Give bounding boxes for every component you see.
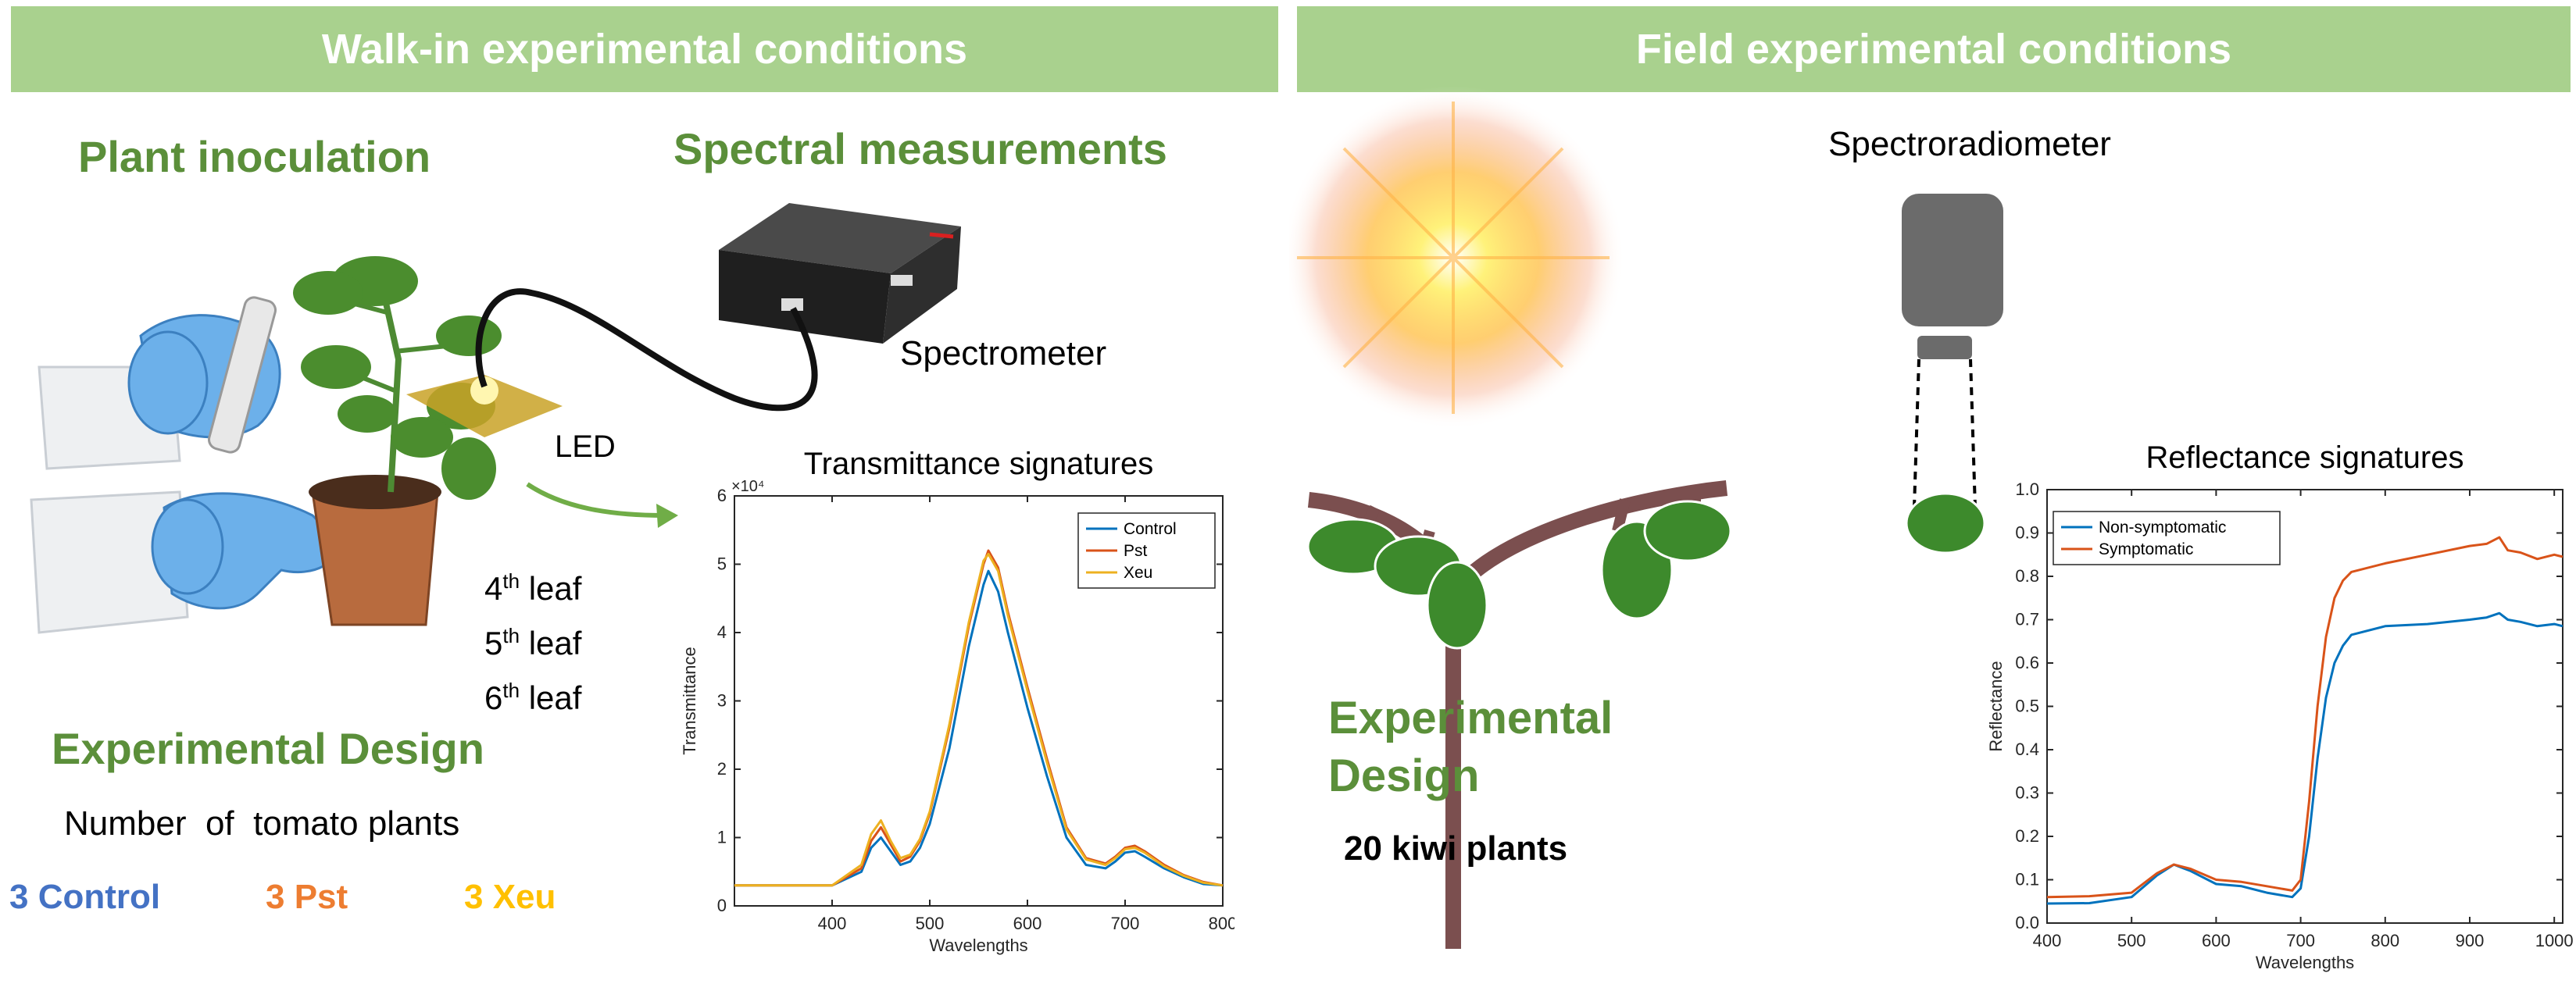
kiwi-plant-image	[1306, 480, 1986, 949]
y-tick-label: 0.2	[2015, 826, 2039, 846]
series-line-pst	[734, 549, 1224, 887]
leaf-label-6: 6th leaf	[484, 679, 582, 716]
spectroradiometer-label: Spectroradiometer	[1828, 125, 2111, 163]
led-glow-image	[406, 375, 563, 437]
transmittance-chart: Transmittance signatures 400 500 600 700 800 0…	[680, 447, 1234, 955]
walk-in-banner: Walk-in experimental conditions	[11, 6, 1278, 92]
y-tick-label: 0.8	[2015, 566, 2039, 586]
walk-in-illustration	[30, 203, 961, 634]
right-design-heading-line1: Experimental	[1328, 693, 1613, 743]
field-illustration	[1289, 86, 2003, 949]
series-line-control	[734, 569, 1224, 887]
right-design-heading-line2: Design	[1328, 750, 1480, 801]
x-tick-label: 700	[2286, 931, 2315, 950]
y-tick-label: 1.0	[2015, 479, 2039, 499]
y-tick-label: 0	[717, 896, 727, 915]
tomato-plant-image	[293, 256, 502, 500]
spectrometer-device-image	[719, 203, 961, 344]
legend-label: Xeu	[1124, 564, 1152, 582]
group-pst: 3 Pst	[266, 878, 348, 916]
kiwi-count-label: 20 kiwi plants	[1344, 829, 1568, 868]
y-exponent-label: ×10⁴	[731, 478, 765, 495]
y-tick-label: 0.7	[2015, 610, 2039, 629]
legend-label: Control	[1124, 520, 1177, 538]
x-tick-label: 1000	[2535, 931, 2574, 950]
y-tick-label: 6	[717, 486, 727, 505]
flower-pot-image	[309, 475, 441, 626]
y-tick-label: 0.3	[2015, 783, 2039, 803]
syringe-image	[207, 296, 277, 454]
leaf-label-4: 4th leaf	[484, 569, 582, 607]
y-tick-label: 0.6	[2015, 653, 2039, 672]
x-tick-label: 600	[2202, 931, 2231, 950]
y-tick-label: 5	[717, 554, 727, 574]
reflectance-chart: Reflectance signatures 400 500 600 700 800 900…	[1986, 440, 2574, 972]
x-axis-label: Wavelengths	[929, 936, 1027, 955]
y-tick-label: 0.4	[2015, 740, 2039, 759]
fiber-cable-line	[475, 288, 818, 412]
x-tick-label: 400	[818, 914, 847, 933]
y-tick-label: 0.1	[2015, 870, 2039, 889]
spectrometer-label: Spectrometer	[900, 334, 1107, 373]
x-axis-label: Wavelengths	[2256, 953, 2354, 972]
x-tick-label: 600	[1013, 914, 1042, 933]
chart-title: Transmittance signatures	[804, 447, 1154, 481]
tomato-count-label: Number of tomato plants	[64, 804, 460, 843]
spectral-measurements-heading: Spectral measurements	[673, 124, 1167, 173]
y-axis-label: Transmittance	[680, 647, 699, 755]
legend-label: Symptomatic	[2099, 540, 2193, 558]
y-tick-label: 3	[717, 691, 727, 711]
y-tick-label: 0.5	[2015, 697, 2039, 716]
measurement-arrow	[526, 482, 665, 518]
spectroradiometer-device-image	[1902, 194, 2003, 508]
legend-box	[2053, 511, 2281, 565]
field-banner: Field experimental conditions	[1297, 6, 2571, 92]
x-tick-label: 400	[2033, 931, 2062, 950]
series-line-xeu	[734, 552, 1224, 887]
sun-image	[1289, 86, 1625, 430]
chart-title: Reflectance signatures	[2146, 440, 2464, 475]
plant-inoculation-heading: Plant inoculation	[78, 132, 431, 181]
arrow-head	[656, 504, 678, 528]
leaf-label-5: 5th leaf	[484, 624, 582, 661]
led-label: LED	[555, 430, 616, 464]
legend-label: Pst	[1124, 542, 1148, 560]
y-tick-label: 4	[717, 622, 727, 642]
y-tick-label: 1	[717, 828, 727, 847]
y-axis-label: Reflectance	[1986, 661, 2006, 751]
left-design-heading: Experimental Design	[52, 724, 484, 773]
y-tick-label: 0.0	[2015, 913, 2039, 932]
x-tick-label: 700	[1111, 914, 1140, 933]
x-tick-label: 500	[2117, 931, 2146, 950]
x-tick-label: 900	[2456, 931, 2485, 950]
legend-label: Non-symptomatic	[2099, 519, 2226, 536]
group-control: 3 Control	[9, 878, 161, 916]
x-tick-label: 500	[916, 914, 945, 933]
x-tick-label: 800	[2371, 931, 2399, 950]
y-tick-label: 2	[717, 759, 727, 779]
leaf-labels: 4th leaf 5th leaf 6th leaf	[484, 558, 581, 722]
x-tick-label: 800	[1209, 914, 1234, 933]
y-tick-label: 0.9	[2015, 523, 2039, 543]
group-xeu: 3 Xeu	[464, 878, 556, 916]
series-line-symptomatic	[2046, 536, 2563, 899]
